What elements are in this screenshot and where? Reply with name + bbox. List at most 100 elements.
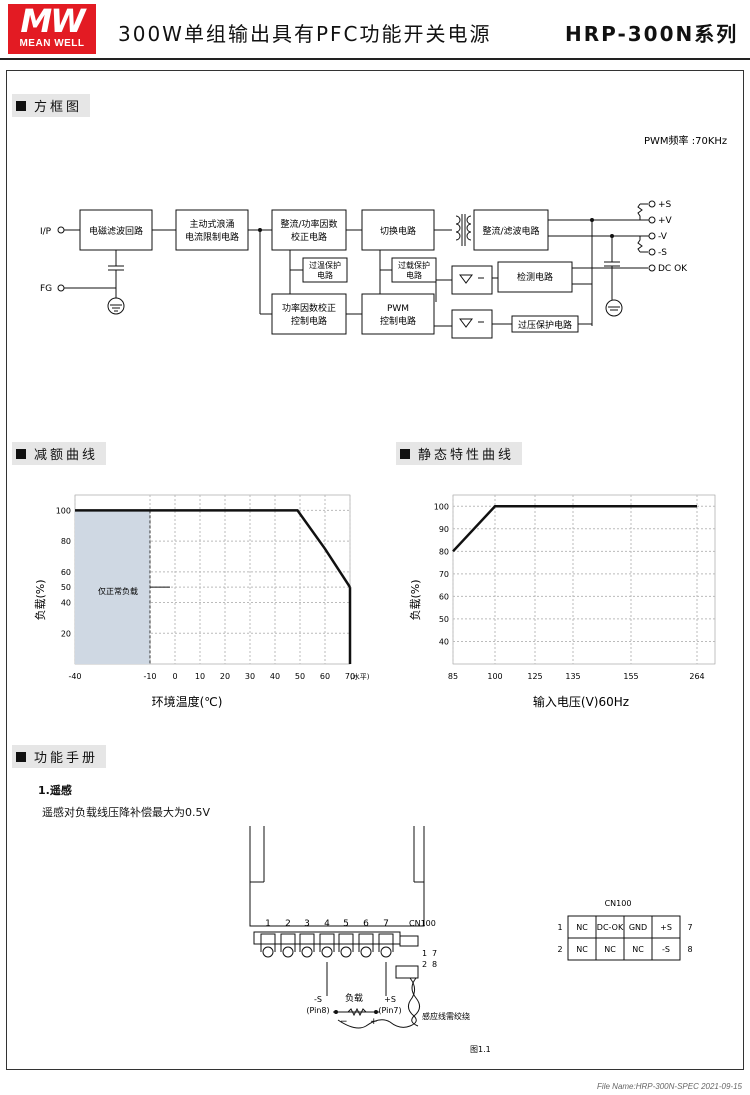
x-tick-label: 264 [689,672,704,681]
olp-label-2: 电路 [406,270,422,280]
square-bullet-icon [16,751,26,762]
pin-number: 6 [363,919,369,929]
rect-pfc-label-1: 整流/功率因数 [280,218,337,230]
table-cell [651,937,681,961]
x-tick-label: 125 [527,672,542,681]
x-tick-label: 40 [270,672,280,681]
ground-icon [605,299,623,317]
table-cell-text: GND [629,923,647,932]
table-cell-text: DC-OK [597,923,624,932]
derating-ylabel: 负载(%) [33,579,47,620]
transformer-icon [455,214,472,246]
neg-sense-pin: (Pin8) [306,1006,329,1015]
square-bullet-icon [400,448,410,459]
y-tick-label: 80 [61,537,71,546]
otp-label-1: 过温保护 [309,260,341,270]
ovp-label: 过压保护电路 [518,319,572,331]
otp-label-2: 电路 [317,270,333,280]
x-tick-label: 100 [487,672,502,681]
output-terminals [637,200,656,272]
terminal-screw [338,933,354,945]
y-tick-label: 80 [439,547,449,556]
static-curve [452,505,697,553]
pwm-control-block [361,293,435,335]
square-bullet-icon [16,448,26,459]
out-plus-v: +V [658,216,673,226]
x-tick-label: 70 [345,672,355,681]
remote-sense-figure: 1 2 3 4 5 6 7 CN100 1 7 2 8 负载 -S (Pin8)… [249,826,491,1054]
terminal-screw [378,933,394,945]
table-cell-text: +S [660,923,672,932]
section-title: 静态特性曲线 [418,448,515,463]
table-cell-text: -S [662,945,670,954]
terminal-screw-head [301,946,313,958]
row-pin-left: 1 [557,923,562,932]
pfc-ctrl-label-2: 控制电路 [291,315,327,327]
load-resistor-icon [347,1007,367,1017]
olp-block [391,257,437,283]
row-pin-right: 8 [687,945,692,954]
x-tick-label: 10 [195,672,205,681]
terminal-screw-head [321,946,333,958]
y-tick-label: 100 [434,502,449,511]
normal-load-region [75,510,150,664]
ground-icon [107,297,125,315]
row-pin-right: 7 [687,923,692,932]
row-pin-left: 2 [557,945,562,954]
detection-block [497,261,573,293]
pin-number: 3 [304,919,310,929]
logo-text: MEAN WELL [19,38,85,49]
table-cell-text: NC [576,923,588,932]
cn-pin-1: 1 [422,949,427,958]
pos-sense-label: +S [384,995,396,1004]
olp-label-1: 过载保护 [398,260,430,270]
terminal-screw-head [282,946,294,958]
cn-pin-8: 8 [432,960,437,969]
emi-label: 电磁滤波回路 [89,225,143,237]
out-minus-v: -V [658,232,668,242]
model-series: HRP-300N系列 [565,22,739,46]
rectifier-pfc-block [271,209,347,251]
terminal-pin-labels: 1 2 3 4 5 6 7 [265,919,389,929]
x-tick-label: -40 [68,672,81,681]
pfc-ctrl-label-1: 功率因数校正 [282,302,336,314]
switching-block [361,209,435,251]
derating-x-unit: (水平) [350,672,370,681]
block-diagram: PWM频率 :70KHz I/P FG 电磁滤波回路 主动式浪涌 电流限制电路 … [40,134,727,339]
y-tick-label: 40 [61,599,71,608]
pin-number: 5 [343,919,349,929]
page-title: 300W单组输出具有PFC功能开关电源 [118,22,492,46]
pfc-control-block [271,293,347,335]
optocoupler-icon [451,265,493,295]
section-derating: 减额曲线 [12,442,107,465]
pwm-ctrl-label-1: PWM [387,304,409,314]
ip-label: I/P [40,227,52,237]
y-tick-label: 50 [439,615,449,624]
x-tick-label: 30 [245,672,255,681]
brand-logo: MW MEAN WELL [8,2,96,54]
switch-label: 切换电路 [380,225,416,237]
rectifier-filter-block [473,209,549,251]
section-block-diagram: 方框图 [12,94,91,117]
fg-terminal [57,284,65,292]
x-tick-label: 50 [295,672,305,681]
terminal-screw [260,933,276,945]
cn-pin-2: 2 [422,960,427,969]
cn-pin-7: 7 [432,949,437,958]
y-tick-label: 100 [56,506,71,515]
pin-number: 1 [265,919,271,929]
table-cell-text: NC [632,945,644,954]
derating-marks [75,509,352,664]
y-tick-label: 20 [61,629,71,638]
terminal-screw [319,933,335,945]
x-tick-label: 0 [172,672,177,681]
x-tick-label: 60 [320,672,330,681]
connector-label: CN100 [409,919,436,928]
table-cell-text: NC [576,945,588,954]
figure-caption: 图1.1 [470,1045,491,1054]
rect-filter-label: 整流/滤波电路 [482,225,539,237]
section-title: 方框图 [34,100,83,115]
